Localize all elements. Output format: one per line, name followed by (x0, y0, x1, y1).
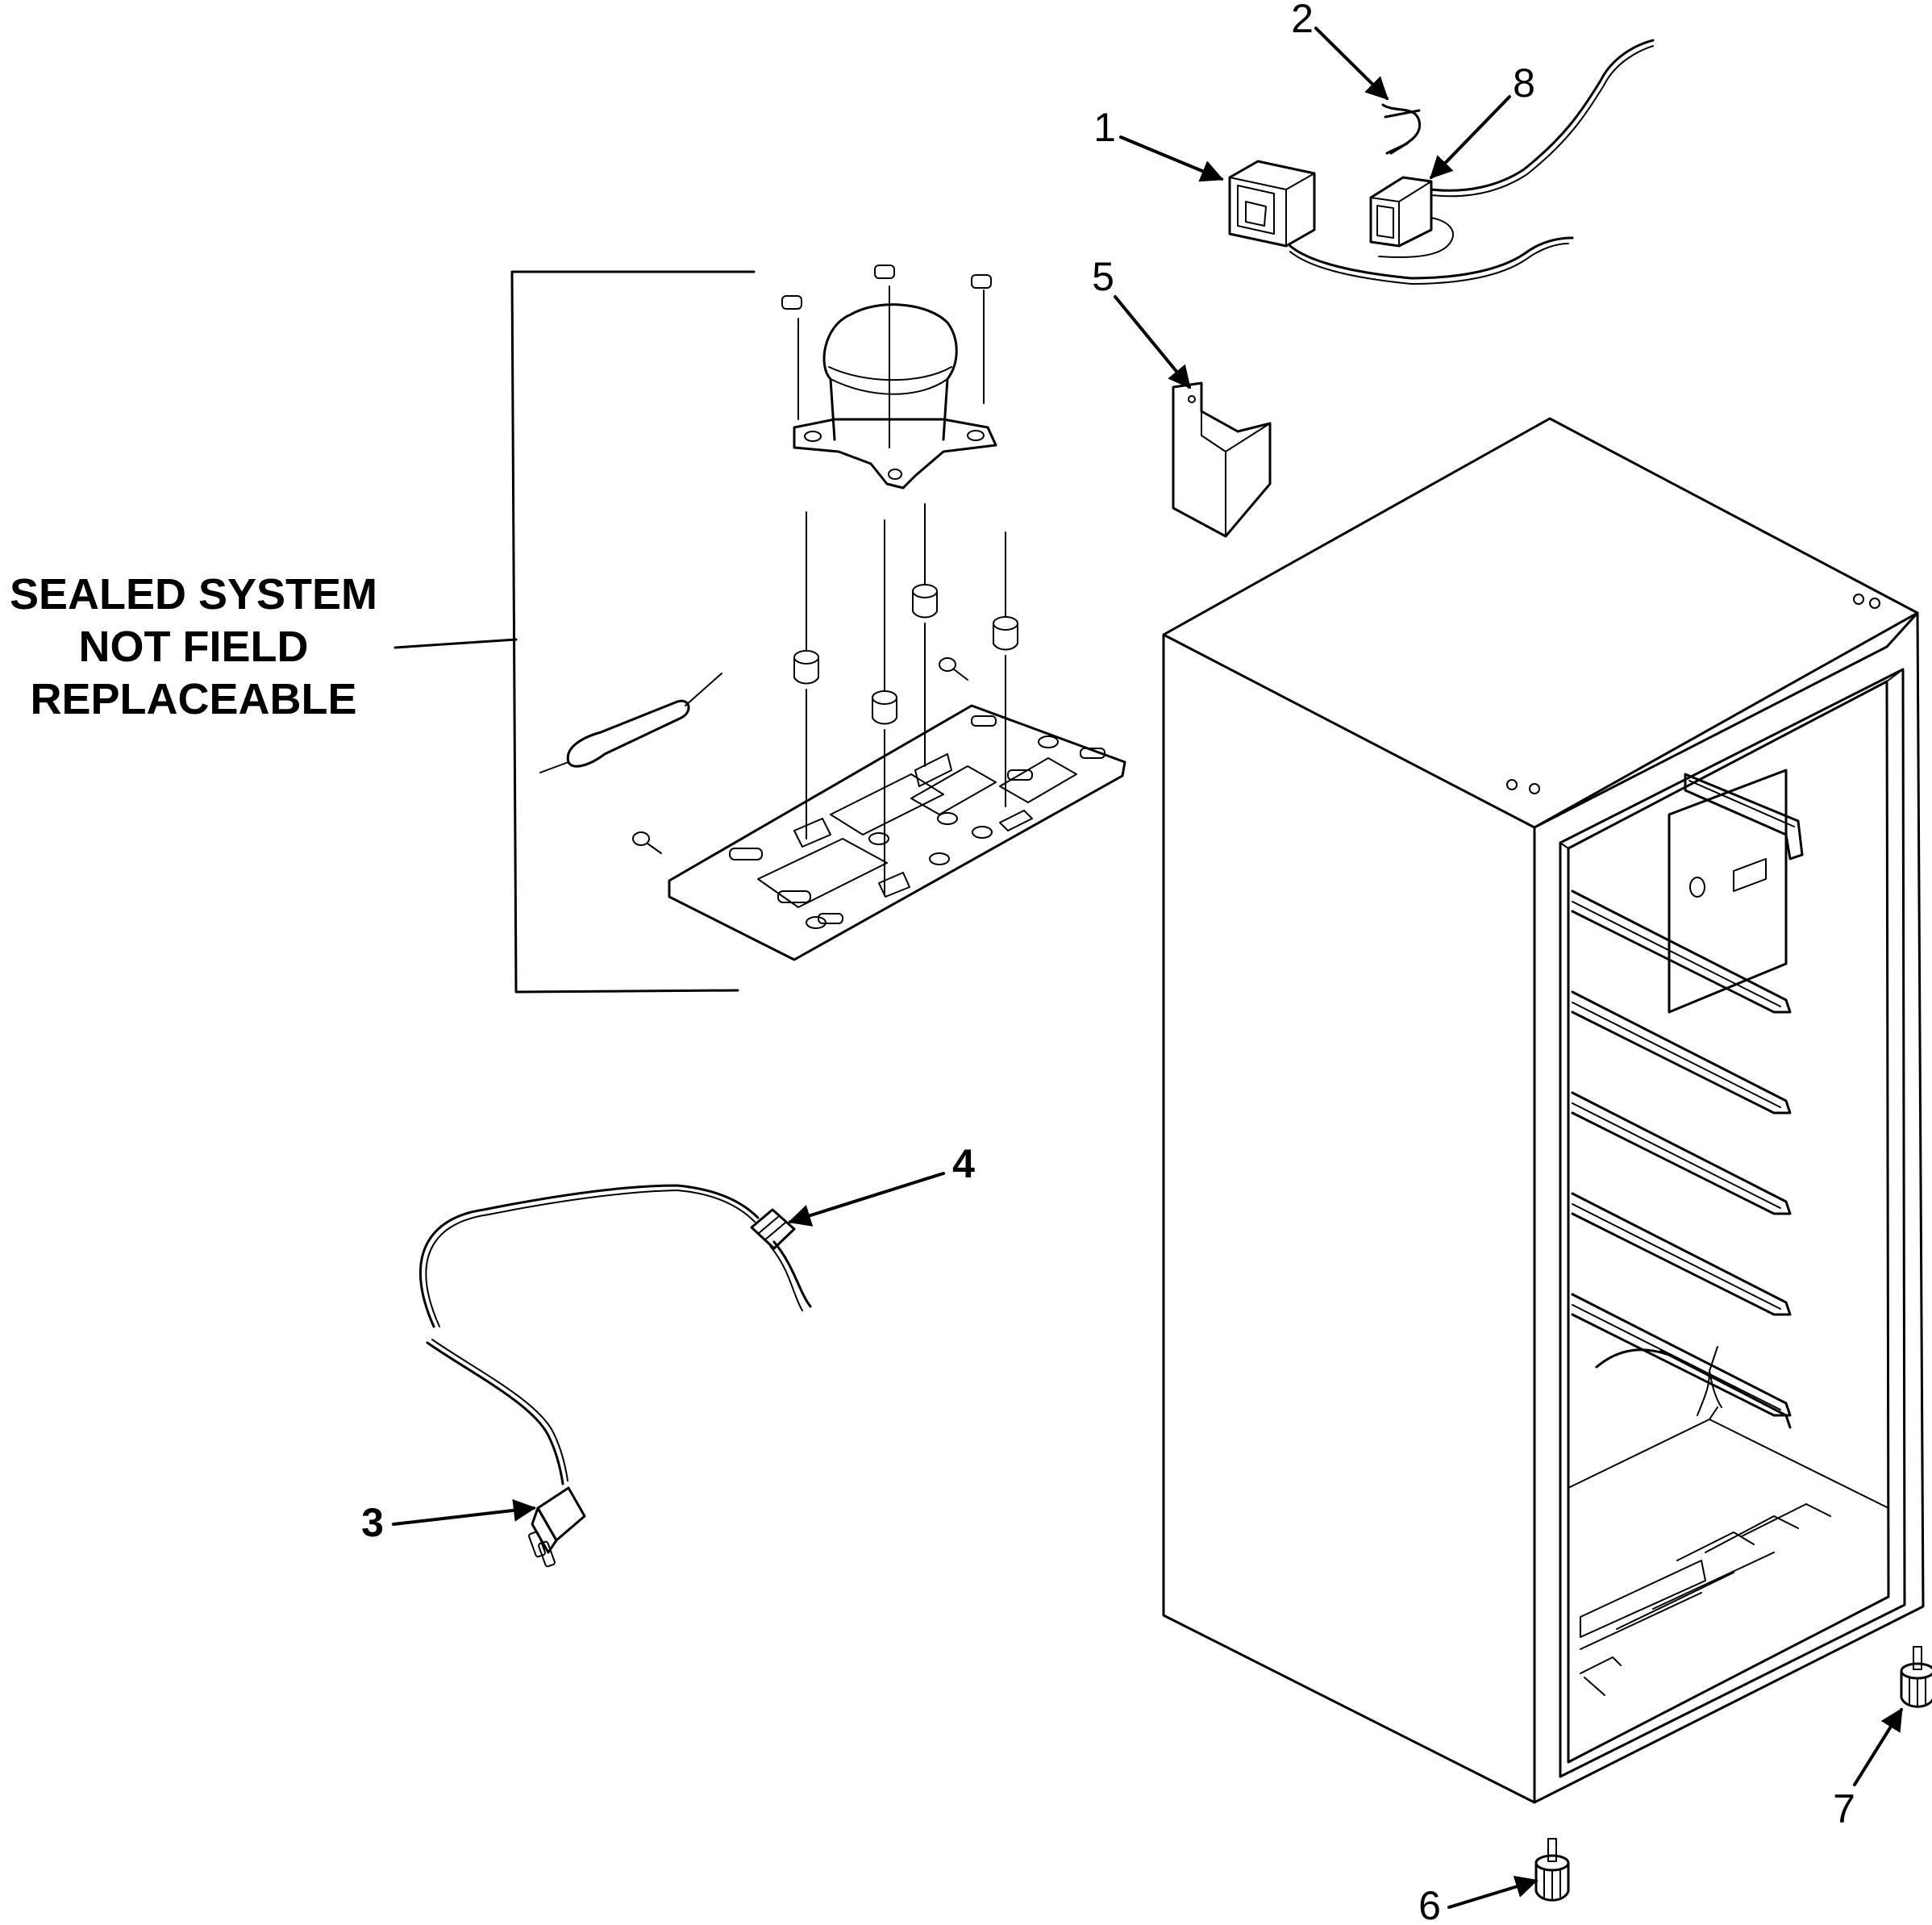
cover-bracket (1172, 381, 1272, 538)
callout-3-label: 3 (361, 1500, 384, 1545)
cord-clip (750, 1208, 796, 1250)
callout-7-label: 7 (1833, 1786, 1855, 1831)
mounting-plate (668, 704, 1126, 961)
note-line-1: SEALED SYSTEM (10, 570, 377, 619)
wire-clip (1381, 103, 1422, 155)
callout-6: 6 (1418, 1875, 1539, 1925)
filter-drier (539, 673, 722, 773)
control-wires (1289, 39, 1655, 285)
relay-box (1369, 176, 1433, 248)
callout-7: 7 (1833, 1707, 1903, 1831)
sealed-system-note: SEALED SYSTEM NOT FIELD REPLACEABLE (10, 570, 377, 723)
callout-2-label: 2 (1291, 0, 1314, 41)
callout-5: 5 (1092, 254, 1191, 390)
callout-4-label: 4 (952, 1141, 975, 1186)
refrigerator-cabinet (1162, 417, 1925, 1804)
compressor (781, 265, 997, 490)
callout-1-label: 1 (1093, 105, 1116, 150)
plug (528, 1486, 586, 1568)
callout-3: 3 (361, 1498, 536, 1545)
note-line-2: NOT FIELD (79, 623, 309, 671)
power-cord (419, 1184, 812, 1485)
callout-4: 4 (788, 1141, 975, 1227)
callout-6-label: 6 (1418, 1883, 1441, 1925)
callout-5-label: 5 (1092, 254, 1114, 299)
screws (632, 657, 968, 854)
callout-8-label: 8 (1513, 60, 1535, 106)
leveling-leg-rear (1900, 1646, 1932, 1708)
callout-8: 8 (1430, 60, 1535, 180)
callout-2: 2 (1291, 0, 1389, 100)
note-line-3: REPLACEABLE (30, 675, 356, 723)
control-thermostat (1228, 160, 1316, 248)
grommets (793, 503, 1018, 896)
leveling-leg-front (1534, 1838, 1570, 1902)
callout-1: 1 (1093, 105, 1224, 182)
sealed-system-bracket (393, 270, 756, 994)
